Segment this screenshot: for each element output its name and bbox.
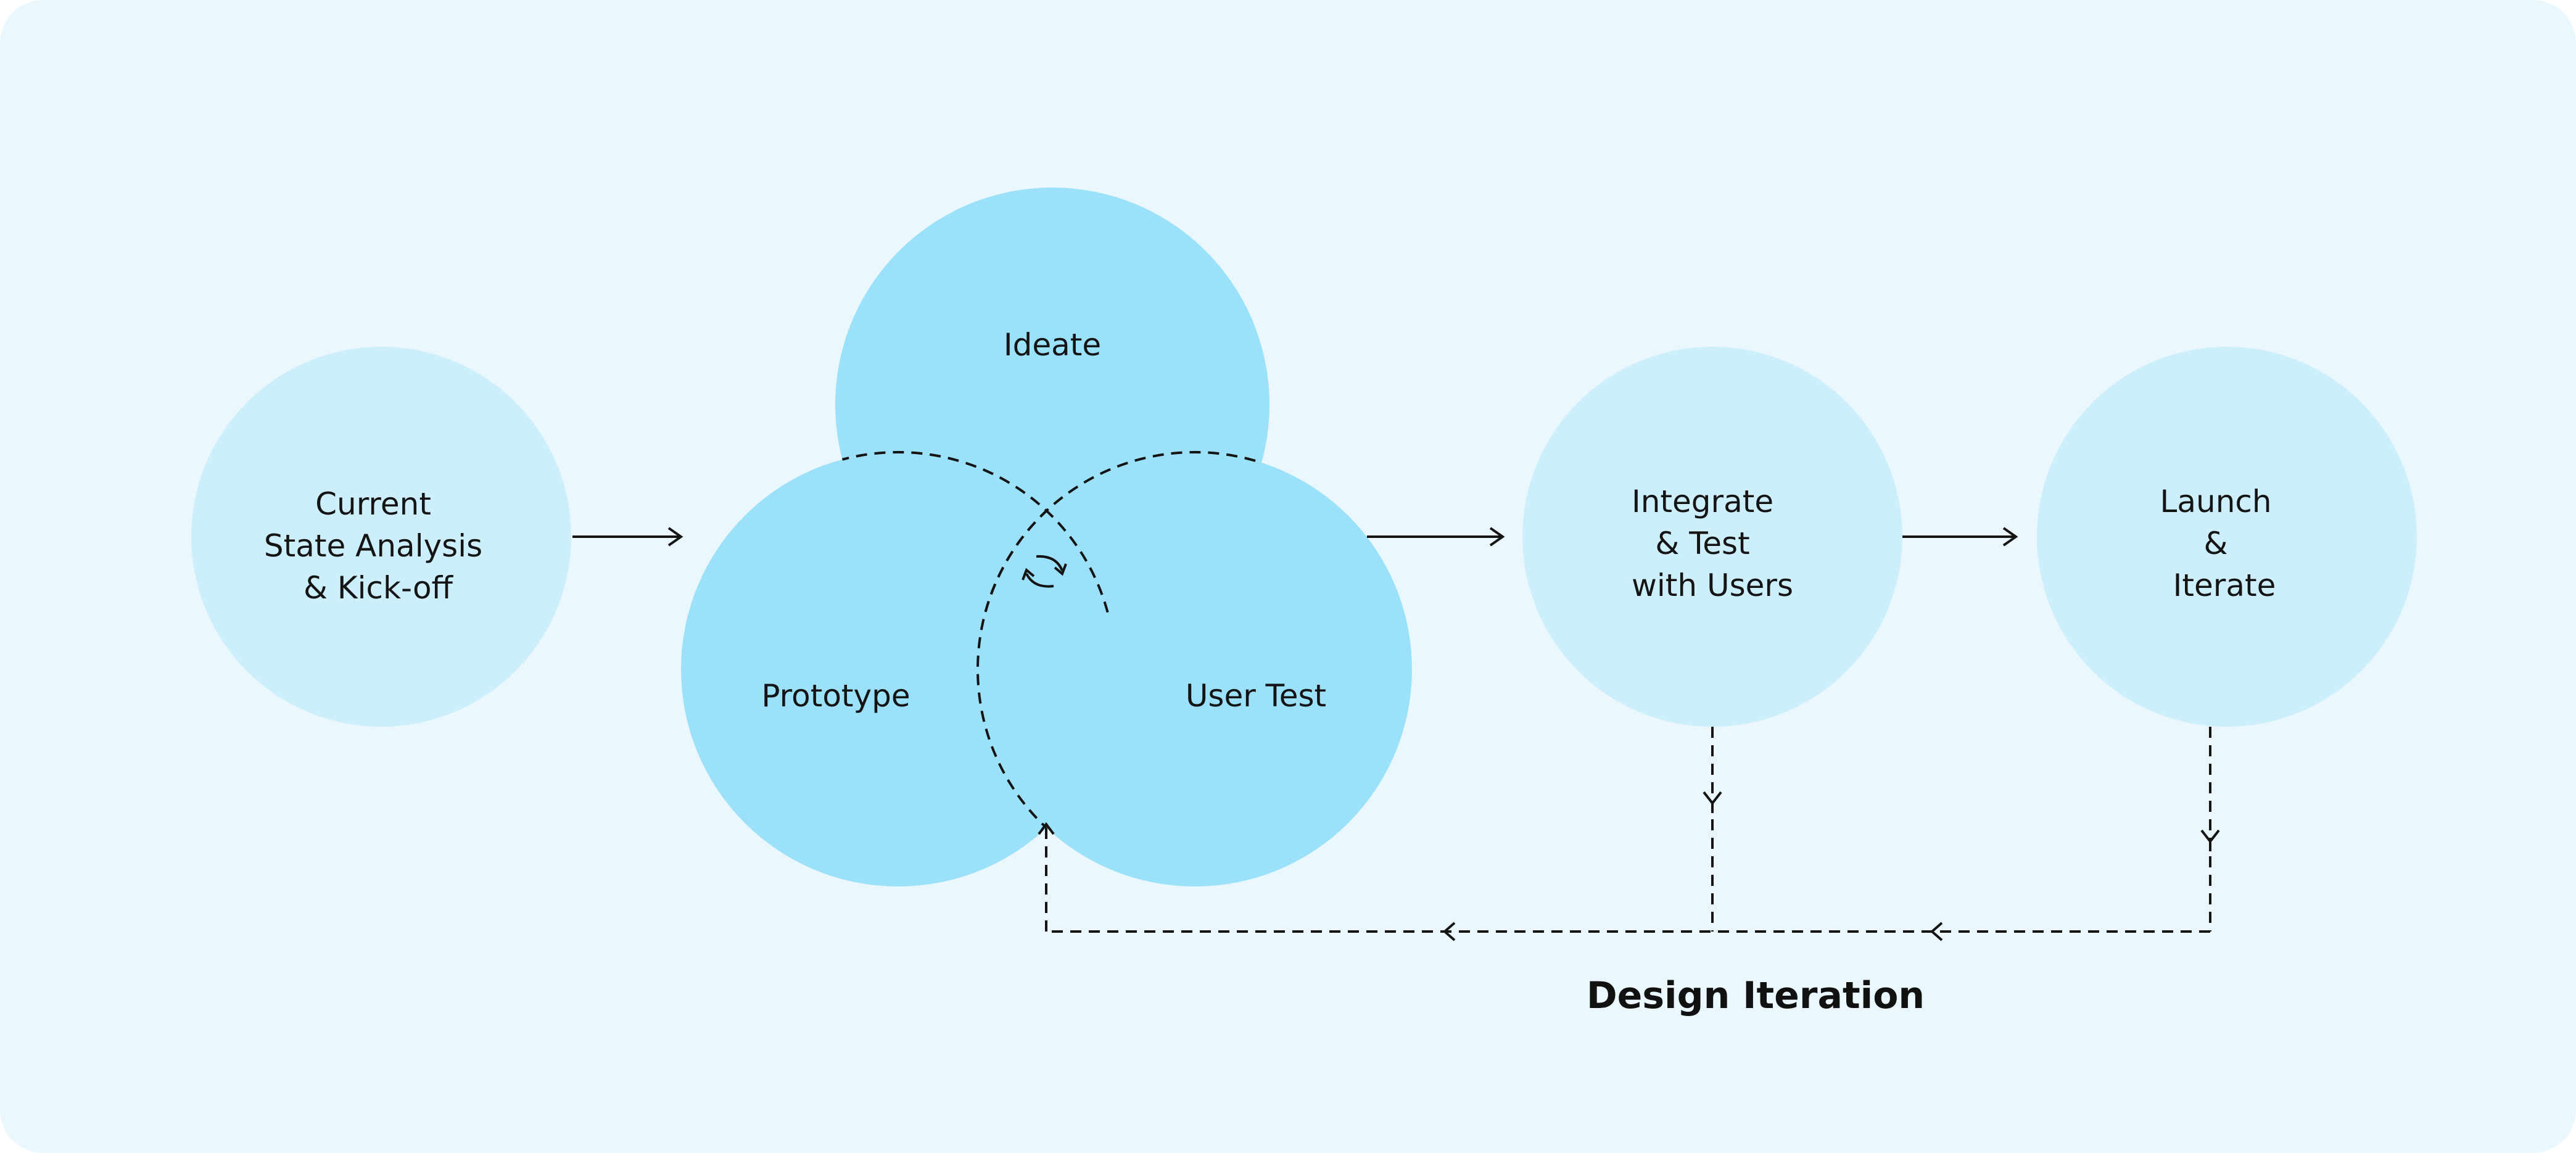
integrate-circle bbox=[1522, 347, 1902, 727]
flow-arrow bbox=[1902, 527, 2018, 547]
launch-circle bbox=[2037, 347, 2417, 727]
user-test-label: User Test bbox=[1186, 678, 1326, 714]
launch-label: Launch & Iterate bbox=[2160, 484, 2282, 603]
launch-line: Launch bbox=[2160, 484, 2272, 519]
flow-arrow bbox=[1367, 527, 1505, 547]
design-iteration-label: Design Iteration bbox=[1587, 974, 1925, 1017]
current-state-circle bbox=[191, 347, 571, 727]
ideate-circle bbox=[835, 188, 1269, 622]
launch-line: Iterate bbox=[2173, 568, 2276, 603]
ideate-label: Ideate bbox=[1004, 327, 1101, 363]
integrate-line: Integrate bbox=[1632, 484, 1773, 519]
current-state-line: & Kick-off bbox=[303, 570, 454, 606]
refresh-icon bbox=[1022, 555, 1067, 588]
current-state-label: Current State Analysis & Kick-off bbox=[264, 486, 492, 606]
integrate-label: Integrate & Test with Users bbox=[1632, 484, 1793, 603]
flow-arrow bbox=[572, 527, 683, 547]
overlap-outlines bbox=[835, 451, 1269, 886]
prototype-label: Prototype bbox=[761, 678, 910, 714]
launch-line: & bbox=[2204, 526, 2228, 561]
current-state-line: State Analysis bbox=[264, 528, 482, 564]
integrate-line: & Test bbox=[1655, 526, 1749, 561]
current-state-line: Current bbox=[315, 486, 431, 522]
integrate-line: with Users bbox=[1632, 568, 1793, 603]
iteration-loop bbox=[1038, 727, 2220, 941]
